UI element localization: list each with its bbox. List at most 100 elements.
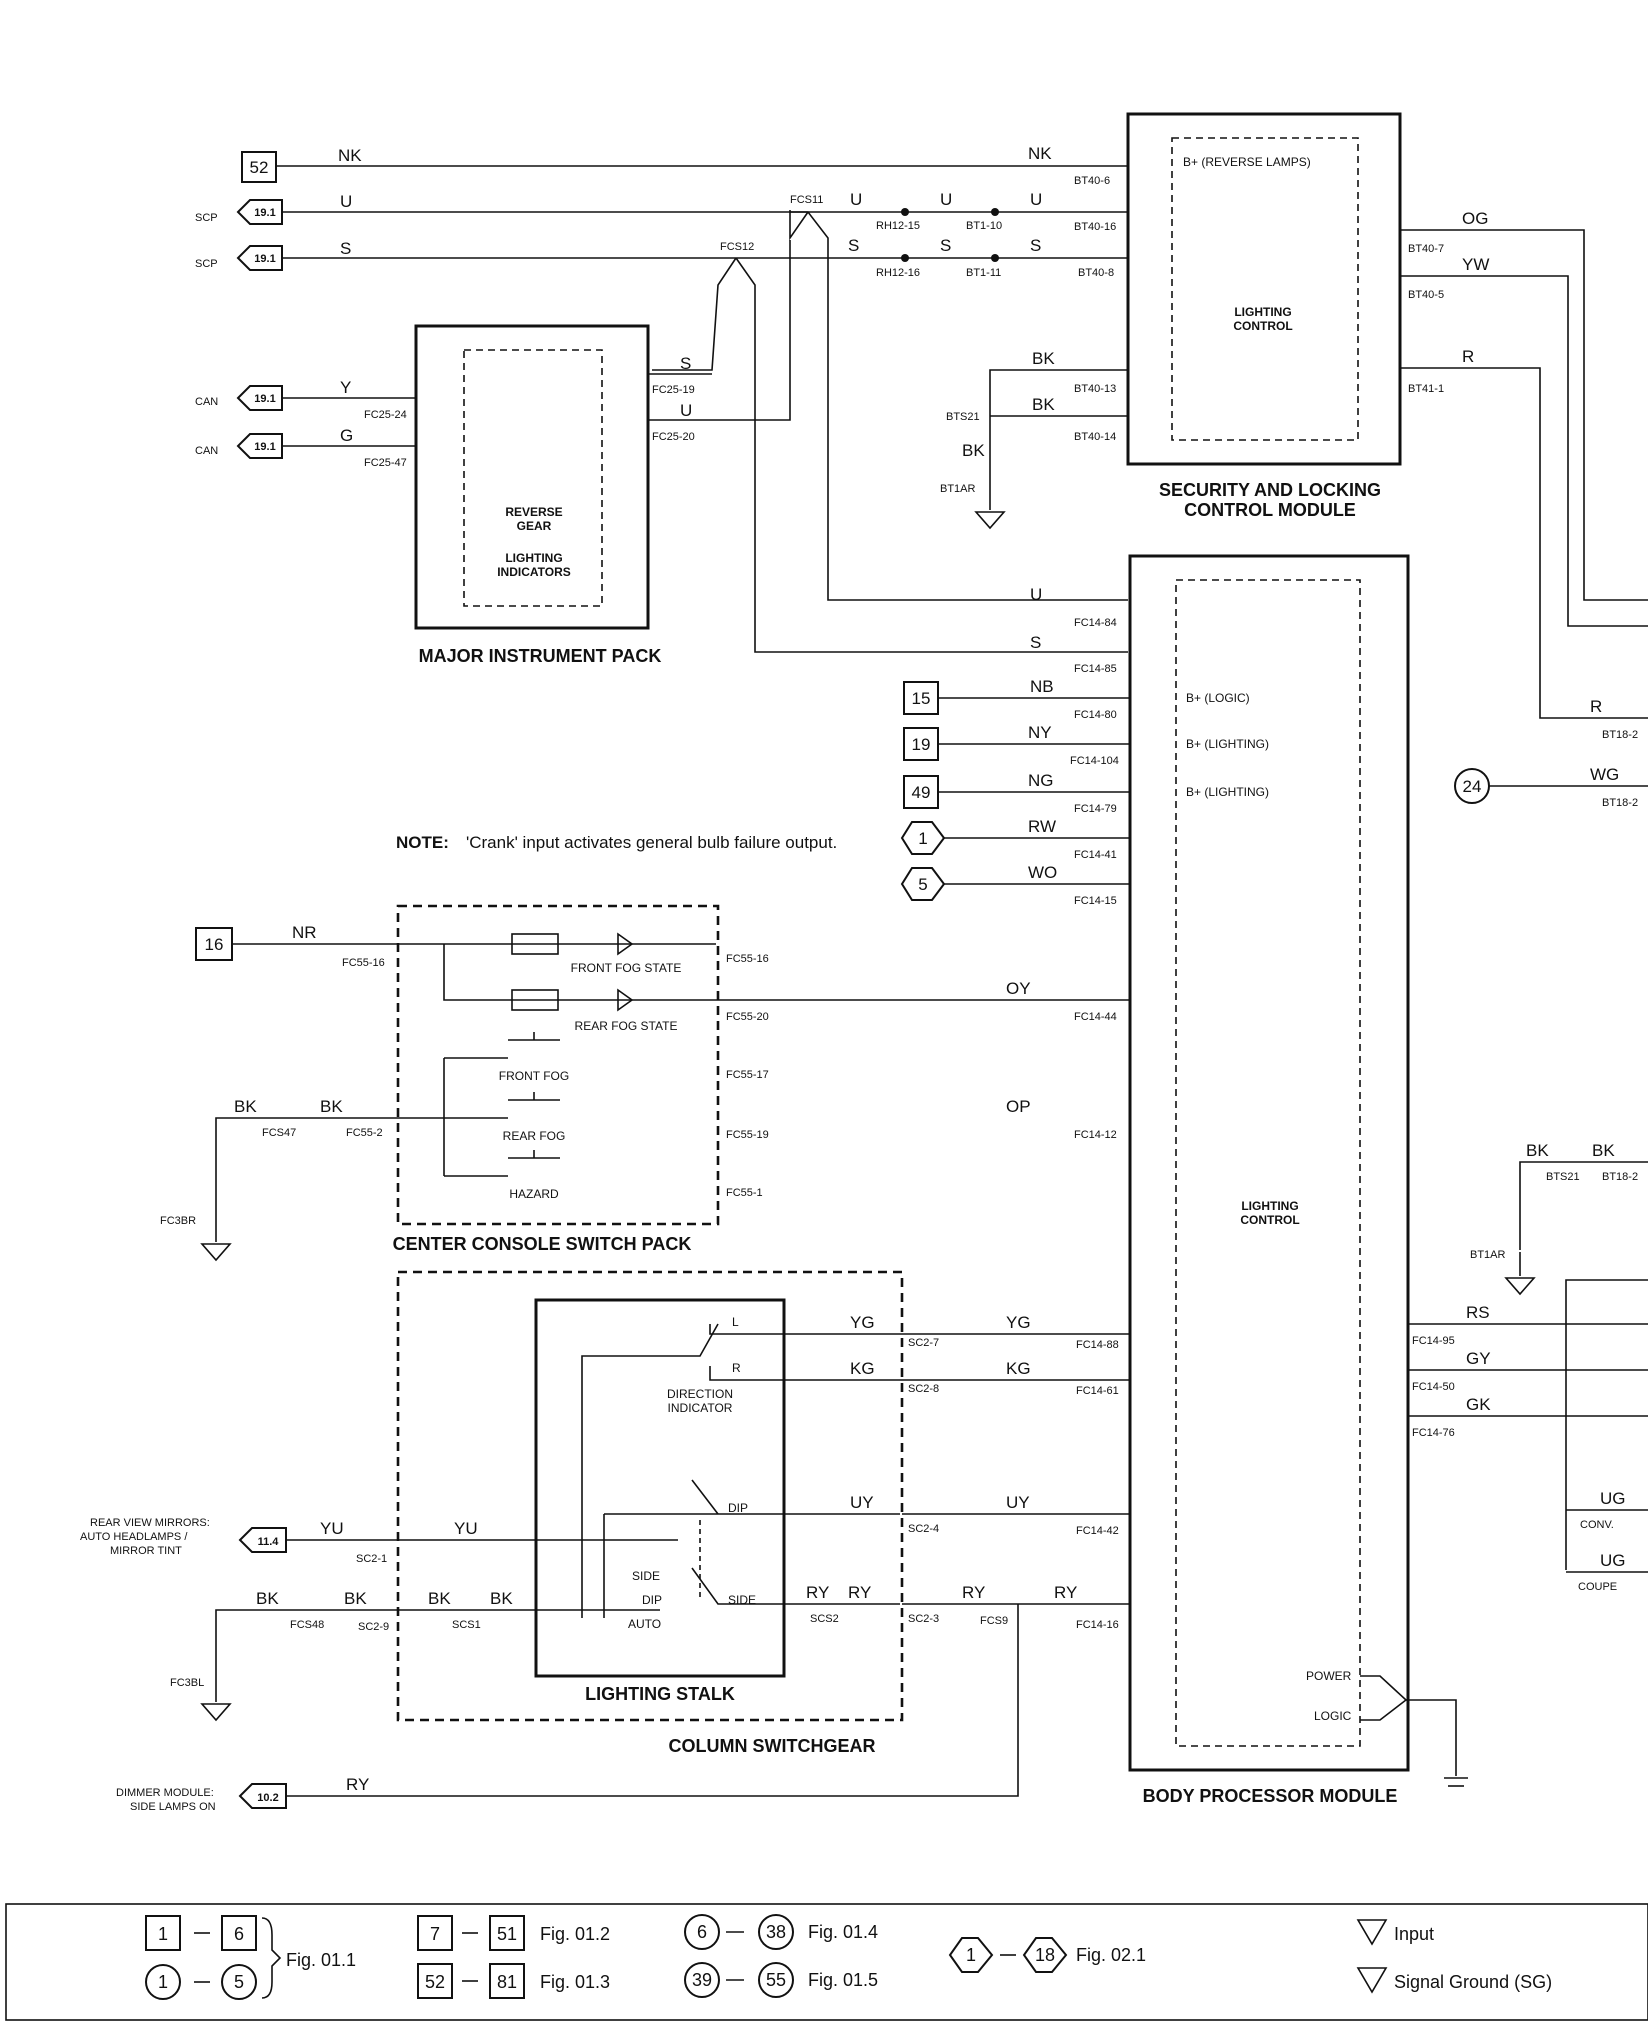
pin-fc55-20: FC55-20 (726, 1011, 769, 1023)
pin-fcs9: FCS9 (980, 1615, 1008, 1627)
pin-fc25-47: FC25-47 (364, 457, 407, 469)
pin-bt18-2b: BT18-2 (1602, 797, 1638, 809)
wire-nb: NB (1030, 677, 1054, 696)
lighting-control-inner-2 (1175, 579, 1361, 1747)
legend-g2: 18 (1035, 1945, 1055, 1965)
wire-ug-1: UG (1600, 1489, 1626, 1508)
title-major-instrument-pack: MAJOR INSTRUMENT PACK (419, 646, 662, 666)
wire-wg: WG (1590, 765, 1619, 784)
pin-rh12-15: RH12-15 (876, 220, 920, 232)
legend-fig-01-4: Fig. 01.4 (808, 1922, 878, 1942)
pin-bt41-1: BT41-1 (1408, 383, 1444, 395)
ref-box-15 (903, 681, 939, 715)
label-coupe: COUPE (1578, 1581, 1617, 1593)
pin-bt40-7: BT40-7 (1408, 243, 1444, 255)
pin-sc2-9: SC2-9 (358, 1621, 389, 1633)
wire-rw: RW (1028, 817, 1056, 836)
legend-box-52 (417, 1963, 453, 1999)
pin-bts21-b: BTS21 (1546, 1171, 1580, 1183)
pin-bt40-13: BT40-13 (1074, 383, 1116, 395)
legend-g1: 1 (966, 1945, 976, 1965)
label-auto: AUTO (628, 1617, 661, 1631)
pin-scs1: SCS1 (452, 1619, 481, 1631)
ref-16: 16 (205, 935, 224, 954)
label-lighting-control-2a: LIGHTING (1241, 1199, 1298, 1213)
pin-fc14-15: FC14-15 (1074, 895, 1117, 907)
ref-oct-5 (900, 867, 946, 901)
pin-fc14-50: FC14-50 (1412, 1381, 1455, 1393)
legend-box-51 (489, 1915, 525, 1951)
scp-label-2: SCP (195, 258, 218, 270)
wire-bk-4: BK (1526, 1141, 1549, 1160)
wire-s-1: S (340, 239, 351, 258)
legend-oct-18 (1022, 1937, 1068, 1973)
pin-scs2: SCS2 (810, 1613, 839, 1625)
front-fog-resistor (511, 933, 559, 955)
wire-r-1: R (1462, 347, 1474, 366)
label-indicator: INDICATOR (668, 1401, 733, 1415)
legend-circle-6 (684, 1914, 720, 1950)
ref-oct-1 (900, 821, 946, 855)
legend-circle-55 (758, 1962, 794, 1998)
column-switchgear-box (396, 1270, 904, 1722)
label-gear: GEAR (517, 519, 552, 533)
legend-circle-5 (221, 1964, 257, 2000)
label-side-2: SIDE (632, 1569, 660, 1583)
wire-nk-label-2: NK (1028, 144, 1052, 163)
wire-ry-2: RY (848, 1583, 871, 1602)
label-side: SIDE (728, 1593, 756, 1607)
legend-box-81 (489, 1963, 525, 1999)
pin-bt1-11: BT1-11 (966, 267, 1001, 279)
wire-ug-2: UG (1600, 1551, 1626, 1570)
pin-fc25-20: FC25-20 (652, 431, 695, 443)
legend-oct-1 (948, 1937, 994, 1973)
legend-f1: 39 (692, 1970, 712, 1990)
legend-circle-38 (758, 1914, 794, 1950)
wire-kg-1: KG (850, 1359, 875, 1378)
legend-b2: 5 (234, 1972, 244, 1992)
pin-fc14-84: FC14-84 (1074, 617, 1117, 629)
wire-op: OP (1006, 1097, 1031, 1116)
wire-wo: WO (1028, 863, 1057, 882)
wire-r-2: R (1590, 697, 1602, 716)
ref-19: 19 (912, 735, 931, 754)
label-b-logic: B+ (LOGIC) (1186, 691, 1250, 705)
title-lighting-stalk: LIGHTING STALK (585, 1684, 735, 1704)
legend-c1: 7 (430, 1924, 440, 1944)
label-logic: LOGIC (1314, 1709, 1352, 1723)
security-locking-module-box (1126, 112, 1402, 466)
label-lighting: LIGHTING (505, 551, 562, 565)
title-center-console-switch-pack: CENTER CONSOLE SWITCH PACK (393, 1234, 692, 1254)
pin-bts21: BTS21 (946, 411, 980, 423)
legend-box-6 (221, 1915, 257, 1951)
wire-u-4: U (1030, 190, 1042, 209)
wire-uy-2: UY (1006, 1493, 1030, 1512)
ref-49: 49 (912, 783, 931, 802)
label-b-reverse-lamps: B+ (REVERSE LAMPS) (1183, 155, 1311, 169)
ref-box-52 (241, 151, 277, 183)
pin-fc55-19: FC55-19 (726, 1129, 769, 1141)
wire-yg-2: YG (1006, 1313, 1031, 1332)
legend-e1: 6 (697, 1922, 707, 1942)
pin-bt1ar-b: BT1AR (1470, 1249, 1506, 1261)
rvm-label-2: AUTO HEADLAMPS / (80, 1531, 188, 1543)
wire-bk-11: BK (490, 1589, 513, 1608)
wire-gk: GK (1466, 1395, 1491, 1414)
wire-bk-7: BK (320, 1097, 343, 1116)
wire-rs: RS (1466, 1303, 1490, 1322)
dimmer-label-2: SIDE LAMPS ON (130, 1801, 216, 1813)
reverse-gear-inner (463, 349, 603, 607)
pin-bt1ar: BT1AR (940, 483, 976, 495)
wire-bk-1: BK (1032, 349, 1055, 368)
wire-og: OG (1462, 209, 1488, 228)
pin-bt40-16: BT40-16 (1074, 221, 1116, 233)
wire-ng: NG (1028, 771, 1054, 790)
legend-c2: 51 (497, 1924, 517, 1944)
pin-sc2-1: SC2-1 (356, 1553, 387, 1565)
legend-input: Input (1394, 1924, 1434, 1944)
ref-19-1d: 19.1 (254, 441, 275, 453)
wire-bk-5: BK (1592, 1141, 1615, 1160)
wire-ry-1: RY (806, 1583, 829, 1602)
wire-u-3: U (940, 190, 952, 209)
label-rear-fog-state: REAR FOG STATE (575, 1019, 678, 1033)
